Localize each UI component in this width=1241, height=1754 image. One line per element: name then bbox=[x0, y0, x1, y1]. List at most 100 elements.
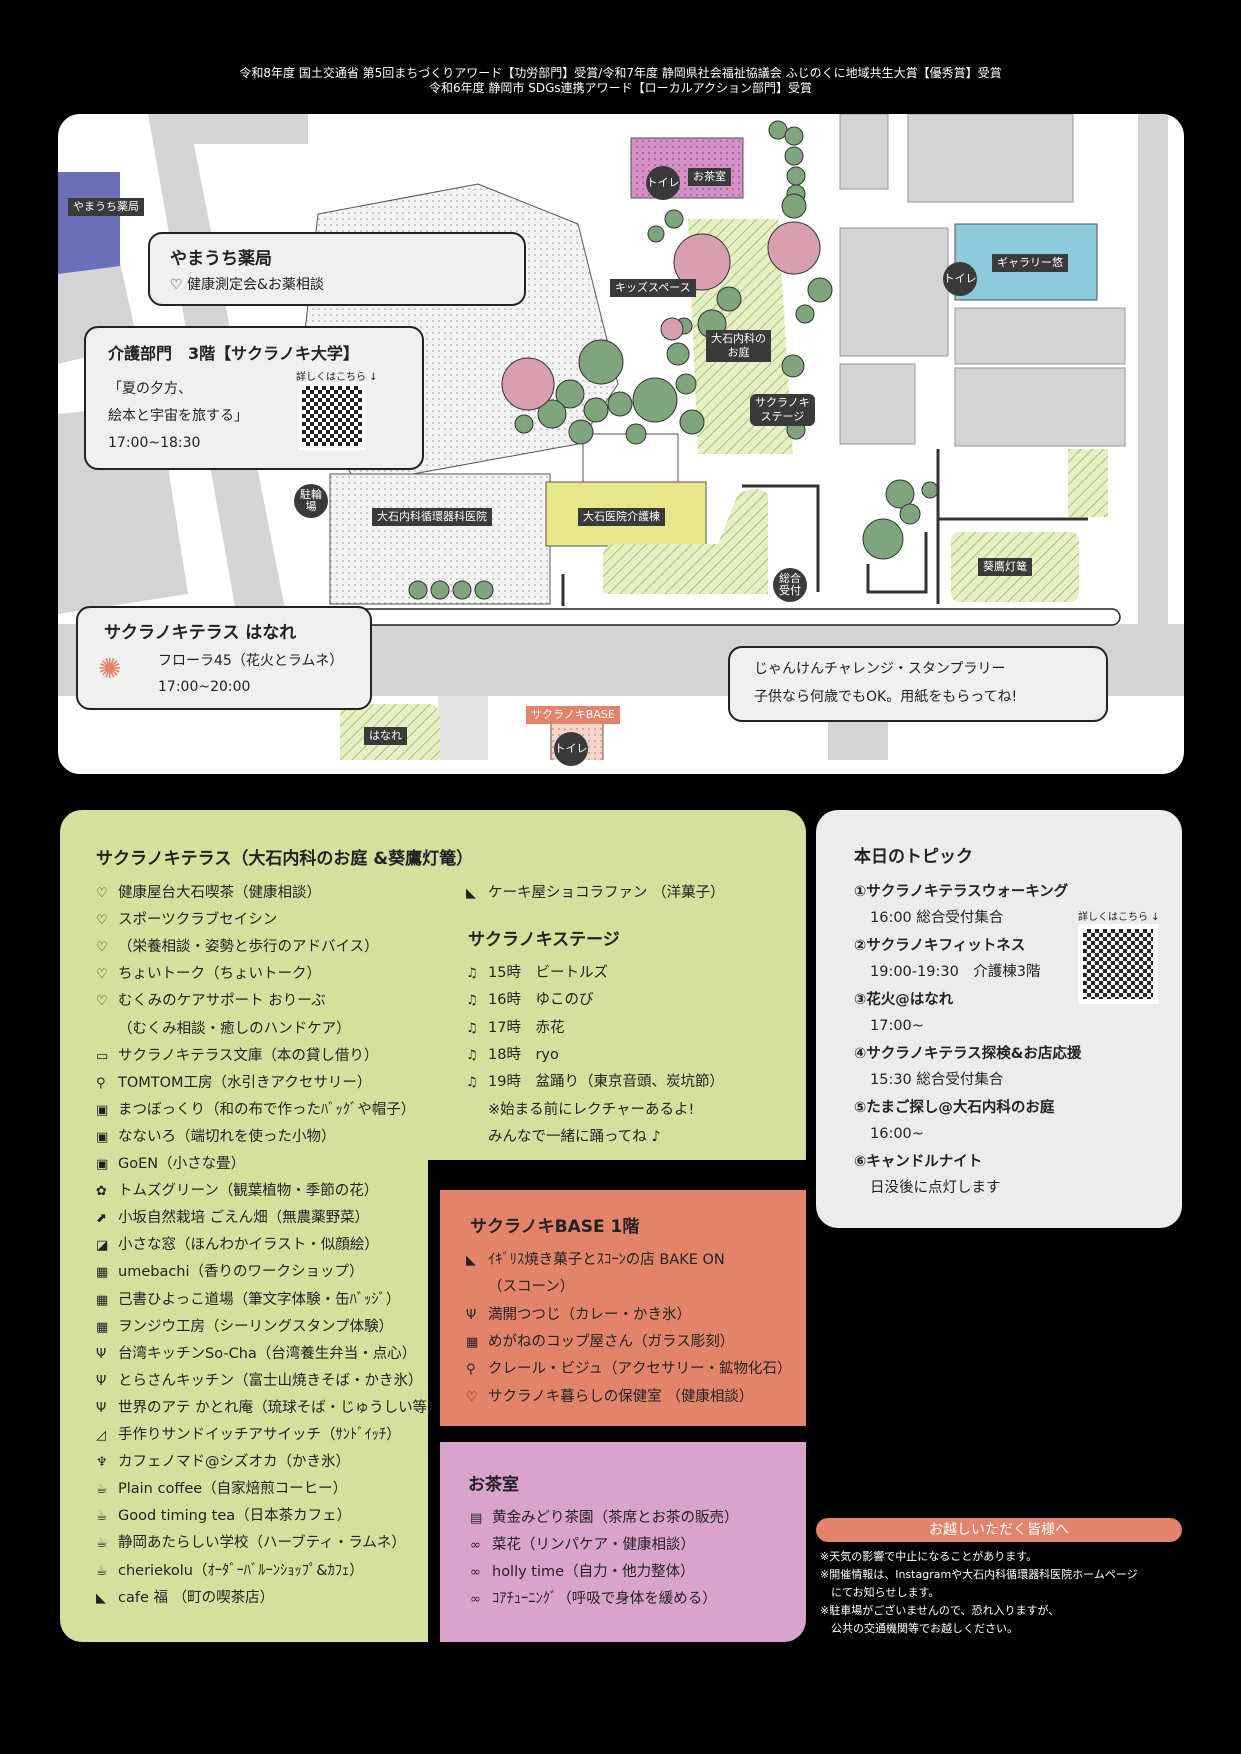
list-item-text: サクラノキ暮らしの保健室 （健康相談） bbox=[488, 1388, 754, 1405]
topic-detail: 日没後に点灯します bbox=[870, 1180, 1001, 1196]
janken-line-2: 子供なら何歳でもOK。用紙をもらってね! bbox=[754, 689, 1018, 705]
list-item-text: なないろ（端切れを使った小物） bbox=[118, 1128, 336, 1145]
list-item-text: 世界のアテ かとれ庵（琉球そば・じゅうしい等） bbox=[118, 1399, 442, 1416]
list-item: ▣まつぼっくり（和の布で作ったﾊﾞｯｸﾞや帽子） bbox=[96, 1100, 415, 1121]
topic-heading: ⑥キャンドルナイト bbox=[854, 1154, 983, 1170]
list-item-text: めがねのコップ屋さん（ガラス彫刻） bbox=[488, 1333, 735, 1350]
list-item: ⬈小坂自然栽培 ごえん畑（無農薬野菜） bbox=[96, 1208, 369, 1229]
list-item-text: holly time（自力・他力整体） bbox=[492, 1564, 695, 1580]
hanare-label: はなれ bbox=[364, 727, 407, 745]
topic-detail: 19:00-19:30 介護棟3階 bbox=[870, 964, 1041, 980]
topics-qr-code[interactable] bbox=[1078, 924, 1158, 1004]
list-item-text: 黄金みどり茶園（茶席とお茶の販売） bbox=[492, 1510, 739, 1526]
list-icon: ☕ bbox=[96, 1482, 108, 1498]
list-item: ∞ ｺｱﾁｭｰﾆﾝｸﾞ（呼吸で身体を緩める） bbox=[470, 1589, 717, 1610]
list-item-text: みんなで一緒に踊ってね ♪ bbox=[488, 1128, 661, 1145]
list-icon: ▭ bbox=[96, 1048, 109, 1064]
gallery-label: ギャラリー悠 bbox=[992, 254, 1068, 272]
terrace-bubble: サクラノキテラス はなれ ✺ フローラ45（花火とラムネ） 17:00~20:0… bbox=[76, 606, 372, 710]
list-item: ♡健康屋台大石喫茶（健康相談） bbox=[96, 883, 321, 904]
kaigo-time: 17:00~18:30 bbox=[108, 435, 201, 451]
venue-map: やまうち薬局 トイレ お茶室 キッズスペース 大石内科の お庭 サクラノキ ステ… bbox=[58, 114, 1184, 774]
list-item: ▦己書ひよっこ道場（筆文字体験・缶ﾊﾞｯｼﾞ） bbox=[96, 1290, 400, 1311]
list-icon: ♆ bbox=[96, 1455, 108, 1471]
cake-icon: ◣ bbox=[466, 886, 476, 901]
list-item-text: （栄養相談・姿勢と歩行のアドバイス） bbox=[118, 939, 379, 956]
list-item: ▦umebachi（香りのワークショップ） bbox=[96, 1262, 364, 1283]
list-icon: ♫ bbox=[466, 1075, 478, 1091]
ochashitsu-panel bbox=[440, 1442, 806, 1642]
list-item-text: 小坂自然栽培 ごえん畑（無農薬野菜） bbox=[118, 1210, 370, 1227]
clinic-label: 大石内科循環器科医院 bbox=[372, 508, 492, 526]
list-icon: ☕ bbox=[96, 1563, 108, 1579]
list-item-text: 15時 ビートルズ bbox=[488, 965, 608, 981]
list-item: ◣ｲｷﾞﾘｽ焼き菓子とｽｺｰﾝの店 BAKE ON bbox=[466, 1250, 725, 1271]
list-item-text: 健康屋台大石喫茶（健康相談） bbox=[118, 885, 321, 901]
topic-detail: 16:00~ bbox=[870, 1126, 924, 1142]
kaigo-qr-label: 詳しくはこちら ↓ bbox=[296, 372, 378, 383]
reception: 総合 受付 bbox=[773, 568, 807, 602]
award-line-2: 令和6年度 静岡市 SDGs連携アワード【ローカルアクション部門】受賞 bbox=[428, 81, 813, 95]
notice-line: ※天気の影響で中止になることがあります。 bbox=[820, 1550, 1038, 1563]
garden-label: 大石内科の お庭 bbox=[706, 330, 771, 362]
kaigo-bubble: 介護部門 3階【サクラノキ大学】 詳しくはこちら ↓ 「夏の夕方、 絵本と宇宙を… bbox=[84, 326, 424, 470]
janken-bubble: じゃんけんチャレンジ・スタンプラリー 子供なら何歳でもOK。用紙をもらってね! bbox=[728, 646, 1108, 722]
list-icon: ⚲ bbox=[466, 1362, 476, 1378]
list-item: ※始まる前にレクチャーあるよ! bbox=[466, 1100, 694, 1120]
list-item-text: umebachi（香りのワークショップ） bbox=[118, 1264, 364, 1281]
list-icon: ∞ bbox=[470, 1592, 481, 1607]
notice-line: 公共の交通機関等でお越しください。 bbox=[820, 1622, 1018, 1635]
list-icon: ✿ bbox=[96, 1184, 107, 1200]
topics-panel bbox=[816, 810, 1182, 1228]
list-item-text: 17時 赤花 bbox=[488, 1019, 565, 1036]
list-item: ♫18時 ryo bbox=[466, 1045, 559, 1066]
list-item-text: ※始まる前にレクチャーあるよ! bbox=[488, 1101, 695, 1118]
list-item: ▣GoEN（小さな畳） bbox=[96, 1154, 245, 1175]
list-item-text: 静岡あたらしい学校（ハーブティ・ラムネ） bbox=[118, 1535, 406, 1552]
list-icon: ▣ bbox=[96, 1129, 109, 1145]
heart-icon: ♡ bbox=[170, 277, 188, 293]
terrace-title: サクラノキテラス はなれ bbox=[104, 623, 297, 643]
topic-detail: 15:30 総合受付集合 bbox=[870, 1072, 1004, 1088]
topic-heading: ③花火@はなれ bbox=[854, 992, 954, 1008]
list-item: ☕cheriekolu（ｵｰﾀﾞｰﾊﾞﾙｰﾝｼｮｯﾌﾟ&ｶﾌｪ） bbox=[96, 1561, 364, 1582]
topic-heading: ④サクラノキテラス探検&お店応援 bbox=[854, 1046, 1082, 1062]
list-item: ▣ なないろ（端切れを使った小物） bbox=[96, 1127, 336, 1148]
list-item-text: Plain coffee（自家焙煎コーヒー） bbox=[118, 1481, 348, 1498]
base-panel-title: サクラノキBASE 1階 bbox=[470, 1217, 640, 1237]
kaigo-qr-code[interactable] bbox=[298, 382, 366, 450]
list-item-text: ｺｱﾁｭｰﾆﾝｸﾞ（呼吸で身体を緩める） bbox=[492, 1591, 717, 1607]
list-icon: ♡ bbox=[96, 913, 108, 929]
list-icon: ◪ bbox=[96, 1238, 109, 1254]
toilet-base: トイレ bbox=[554, 732, 588, 766]
list-icon: ♫ bbox=[466, 966, 478, 981]
bicycle-parking: 駐輪 場 bbox=[294, 484, 328, 518]
list-item-text: サクラノキテラス文庫（本の貸し借り） bbox=[118, 1047, 379, 1064]
lantern-label: 葵鷹灯篭 bbox=[978, 558, 1032, 576]
list-item: ♫19時 盆踊り（東京音頭、炭坑節） bbox=[466, 1072, 724, 1093]
list-item: ▦めがねのコップ屋さん（ガラス彫刻） bbox=[466, 1332, 734, 1353]
notice-line: ※開催情報は、Instagramや大石内科循環器科医院ホームページ bbox=[820, 1568, 1138, 1581]
list-item: ♡ちょいトーク（ちょいトーク） bbox=[96, 964, 321, 985]
list-icon: ▦ bbox=[96, 1292, 109, 1308]
list-item: ▤黄金みどり茶園（茶席とお茶の販売） bbox=[470, 1508, 739, 1529]
list-item: ⚲TOMTOM工房（水引きアクセサリー） bbox=[96, 1073, 371, 1094]
notice-title: お越しいただく皆様へ bbox=[816, 1518, 1182, 1542]
list-icon: ◿ bbox=[96, 1428, 106, 1443]
list-item: ▦ヲンジウ工房（シーリングスタンプ体験） bbox=[96, 1317, 393, 1338]
list-item: ⚲ クレール・ビジュ（アクセサリー・鉱物化石） bbox=[466, 1359, 791, 1380]
topic-heading: ⑤たまご探し@大石内科のお庭 bbox=[854, 1100, 1055, 1116]
list-icon: ♡ bbox=[96, 940, 108, 956]
yamauchi-sub: 健康測定会&お薬相談 bbox=[187, 277, 324, 293]
list-item-text: クレール・ビジュ（アクセサリー・鉱物化石） bbox=[488, 1361, 792, 1378]
list-item-text: 小さな窓（ほんわかイラスト・似顔絵） bbox=[118, 1237, 379, 1254]
list-icon: ▣ bbox=[96, 1157, 109, 1172]
list-item-text: ちょいトーク（ちょいトーク） bbox=[118, 966, 321, 983]
list-icon: ⚲ bbox=[96, 1075, 106, 1091]
list-item-text: スポーツクラブセイシン bbox=[118, 912, 278, 929]
list-item-text: カフェノマド@シズオカ（かき氷） bbox=[118, 1454, 350, 1471]
list-item: ♡むくみのケアサポート おりーぶ bbox=[96, 991, 326, 1012]
list-item-text: 16時 ゆこのび bbox=[488, 992, 594, 1009]
